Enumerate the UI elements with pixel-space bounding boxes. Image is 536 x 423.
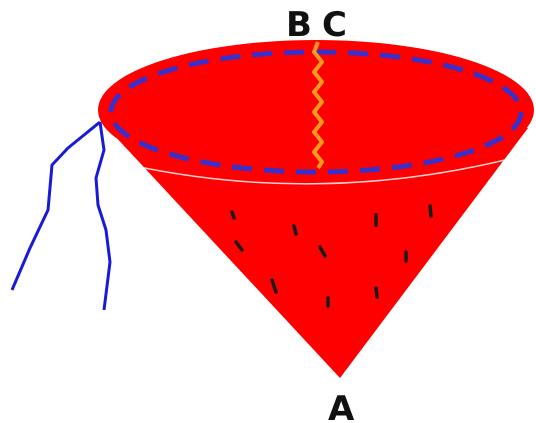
seed-mark (234, 240, 244, 252)
label-c: C (322, 5, 347, 45)
seed-mark (374, 286, 379, 299)
seed-mark (428, 204, 433, 218)
cone-body (100, 120, 528, 378)
string-left (10, 120, 101, 291)
seed-mark (270, 278, 278, 294)
rim-edge (129, 159, 506, 185)
seed-mark (230, 210, 236, 220)
seed-marks (230, 204, 433, 308)
seam-line (312, 41, 324, 170)
seed-mark (318, 245, 327, 258)
label-a: A (328, 389, 355, 423)
string-right (94, 121, 112, 311)
label-b: B (286, 5, 312, 45)
seed-mark (292, 224, 298, 236)
dashed-rim-line (108, 49, 524, 175)
